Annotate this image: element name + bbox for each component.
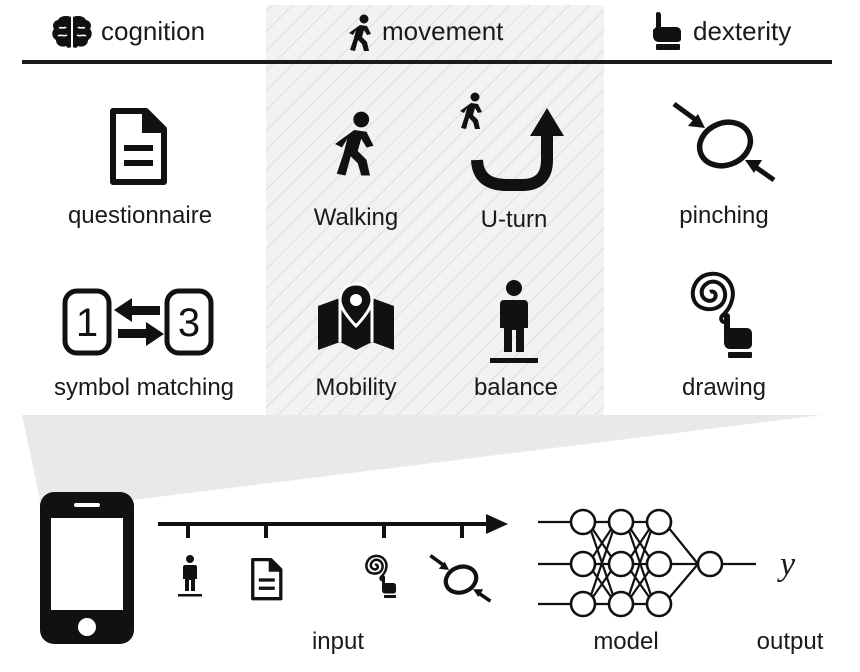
label-symbol-matching: symbol matching (53, 374, 235, 401)
timeline-pinch-icon (429, 554, 492, 603)
brain-icon (52, 16, 92, 48)
header-movement: movement (382, 16, 504, 46)
uturn-arrow-icon (460, 92, 564, 191)
label-mobility: Mobility (315, 374, 397, 401)
label-uturn: U-turn (480, 206, 548, 233)
label-output: output (756, 628, 824, 655)
header-cognition: cognition (101, 16, 206, 46)
label-model: model (593, 628, 659, 655)
label-balance: balance (473, 374, 559, 401)
symbol-left: 1 (76, 301, 98, 345)
timeline-questionnaire-icon (251, 558, 283, 601)
pointing-hand-icon (653, 11, 681, 50)
smartphone-icon (40, 492, 134, 644)
neural-network-icon (538, 508, 756, 618)
header-dexterity: dexterity (693, 16, 792, 46)
label-input: input (311, 628, 365, 655)
map-pin-icon (318, 282, 394, 350)
spiral-drawing-icon (690, 271, 752, 358)
label-walking: Walking (313, 204, 399, 231)
walker-icon (349, 14, 371, 51)
label-drawing: drawing (681, 374, 767, 401)
funnel-shape (22, 415, 822, 500)
walking-icon (335, 111, 374, 176)
timeline-balance-icon (178, 555, 202, 597)
label-pinching: pinching (679, 202, 769, 229)
document-icon (110, 108, 167, 185)
symbol-right: 3 (178, 301, 200, 345)
output-symbol: y (780, 546, 796, 583)
swap-arrows-icon: 1 3 (62, 288, 214, 356)
pinch-icon (672, 101, 776, 183)
label-questionnaire: questionnaire (67, 202, 213, 229)
input-timeline (158, 514, 508, 603)
standing-person-icon (490, 280, 538, 363)
timeline-drawing-icon (365, 554, 396, 598)
